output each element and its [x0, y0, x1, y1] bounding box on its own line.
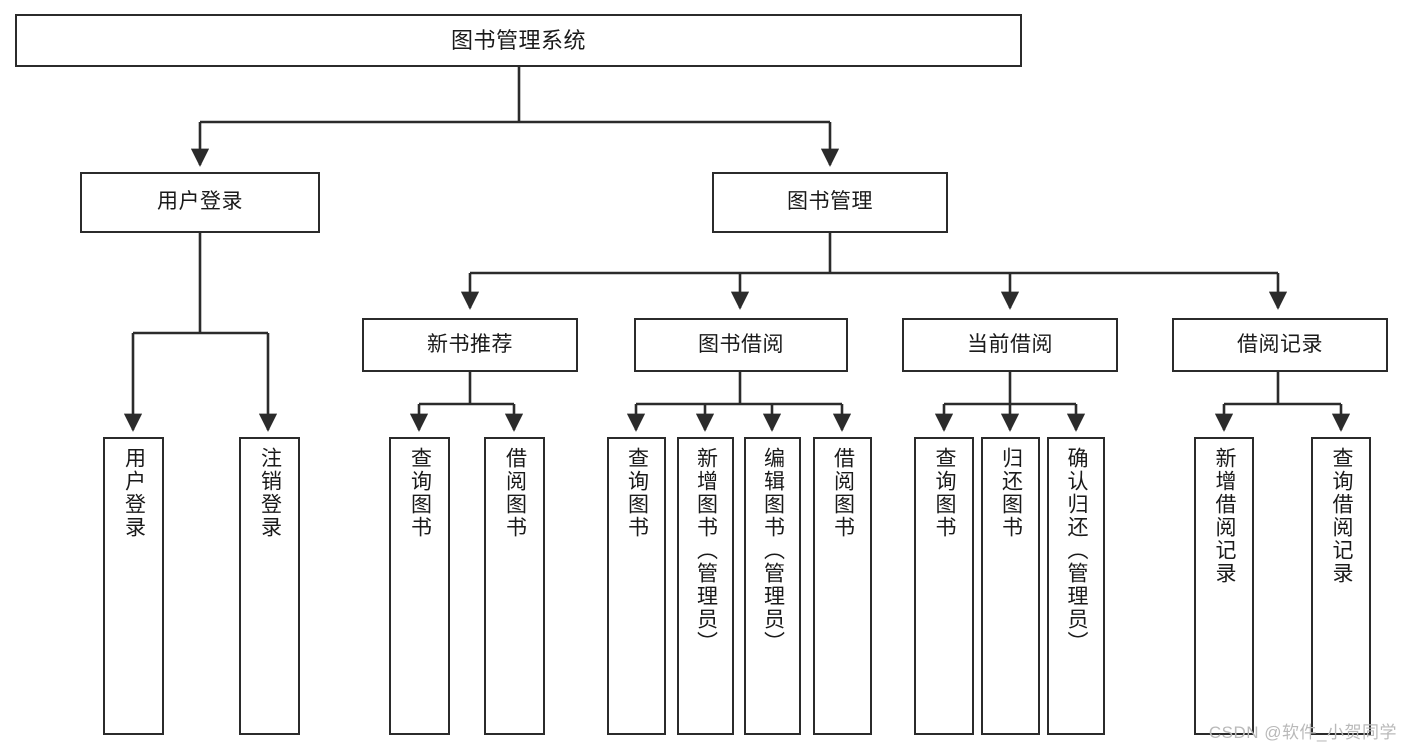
leaf-current-borrow-return-book[interactable]: 归还图书 [981, 437, 1040, 735]
node-label: 查询借阅记录 [1330, 447, 1354, 585]
node-label: 查询图书 [933, 447, 957, 539]
node-label: 借阅图书 [831, 447, 855, 539]
leaf-book-borrow-add-book-admin[interactable]: 新增图书（管理员） [677, 437, 734, 735]
node-label: 用户登录 [122, 447, 146, 539]
leaf-new-books-borrow-book[interactable]: 借阅图书 [484, 437, 545, 735]
node-label: 图书管理 [787, 190, 873, 214]
node-current-borrowing[interactable]: 当前借阅 [902, 318, 1118, 372]
node-label: 借阅记录 [1237, 332, 1323, 356]
leaf-records-add-borrow-record[interactable]: 新增借阅记录 [1194, 437, 1254, 735]
node-book-borrowing[interactable]: 图书借阅 [634, 318, 848, 372]
node-label: 新增图书（管理员） [694, 447, 718, 654]
leaf-current-borrow-query-book[interactable]: 查询图书 [914, 437, 974, 735]
node-book-management[interactable]: 图书管理 [712, 172, 948, 233]
node-label: 确认归还（管理员） [1065, 447, 1089, 654]
node-label: 查询图书 [408, 447, 432, 539]
node-root-book-management-system[interactable]: 图书管理系统 [15, 14, 1022, 67]
node-borrow-records[interactable]: 借阅记录 [1172, 318, 1388, 372]
node-label: 借阅图书 [503, 447, 527, 539]
node-label: 用户登录 [157, 190, 243, 214]
node-label: 查询图书 [625, 447, 649, 539]
leaf-book-borrow-query-book[interactable]: 查询图书 [607, 437, 666, 735]
node-label: 图书借阅 [698, 332, 784, 356]
leaf-book-borrow-borrow-book[interactable]: 借阅图书 [813, 437, 872, 735]
node-label: 新书推荐 [427, 332, 513, 356]
leaf-new-books-query-book[interactable]: 查询图书 [389, 437, 450, 735]
node-label: 图书管理系统 [450, 27, 586, 53]
node-label: 编辑图书（管理员） [761, 447, 785, 654]
node-label: 归还图书 [999, 447, 1023, 539]
node-user-login[interactable]: 用户登录 [80, 172, 320, 233]
node-label: 注销登录 [258, 447, 282, 539]
node-label: 新增借阅记录 [1213, 447, 1237, 585]
leaf-current-borrow-confirm-return-admin[interactable]: 确认归还（管理员） [1047, 437, 1105, 735]
leaf-records-query-borrow-record[interactable]: 查询借阅记录 [1311, 437, 1371, 735]
node-new-book-recommendation[interactable]: 新书推荐 [362, 318, 578, 372]
leaf-book-borrow-edit-book-admin[interactable]: 编辑图书（管理员） [744, 437, 801, 735]
node-label: 当前借阅 [967, 332, 1053, 356]
leaf-user-login[interactable]: 用户登录 [103, 437, 164, 735]
leaf-logout[interactable]: 注销登录 [239, 437, 300, 735]
